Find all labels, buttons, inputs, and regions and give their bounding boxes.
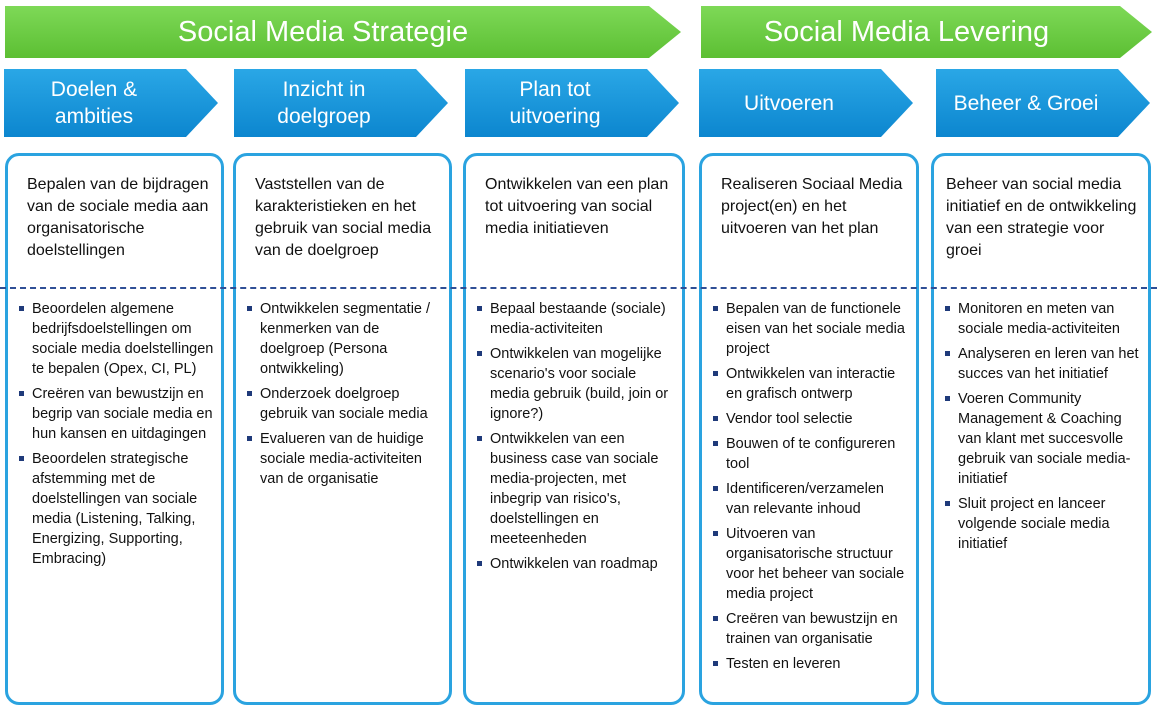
list-item: Uitvoeren van organisatorische structuur…	[712, 524, 910, 604]
dashed-divider	[0, 287, 1157, 289]
column-header: Beheer van social media initiatief en de…	[946, 176, 1137, 259]
column-header: Vaststellen van de karakteristieken en h…	[255, 176, 432, 259]
strategy-banner: Social Media Strategie	[5, 6, 681, 58]
list-item: Sluit project en lanceer volgende social…	[944, 494, 1142, 554]
column-list: Bepaal bestaande (sociale) media-activit…	[476, 299, 676, 579]
list-item: Ontwikkelen van mogelijke scenario's voo…	[476, 344, 676, 424]
list-item: Ontwikkelen van een business case van so…	[476, 429, 676, 549]
list-item: Monitoren en meten van sociale media-act…	[944, 299, 1142, 339]
list-item: Analyseren en leren van het succes van h…	[944, 344, 1142, 384]
column-card-insight: Vaststellen van de karakteristieken en h…	[233, 153, 452, 705]
phase-label: Inzicht in doelgroep	[277, 78, 371, 128]
phase-label: Beheer & Groei	[953, 91, 1099, 115]
list-item: Ontwikkelen segmentatie / kenmerken van …	[246, 299, 443, 379]
list-item: Ontwikkelen van roadmap	[476, 554, 676, 574]
list-item: Bepalen van de functionele eisen van het…	[712, 299, 910, 359]
column-card-goals: Bepalen van de bijdragen van de sociale …	[5, 153, 224, 705]
phase-label: Uitvoeren	[744, 91, 834, 115]
column-header: Realiseren Sociaal Media project(en) en …	[721, 176, 903, 237]
column-card-manage: Beheer van social media initiatief en de…	[931, 153, 1151, 705]
list-item: Evalueren van de huidige sociale media-a…	[246, 429, 443, 489]
list-item: Beoordelen strategische afstemming met d…	[18, 449, 215, 569]
delivery-banner: Social Media Levering	[701, 6, 1152, 58]
phase-label: Plan tot uitvoering	[509, 78, 601, 128]
strategy-banner-label: Social Media Strategie	[177, 16, 469, 48]
list-item: Creëren van bewustzijn en trainen van or…	[712, 609, 910, 649]
phase-manage: Beheer & Groei	[936, 69, 1150, 137]
list-item: Bepaal bestaande (sociale) media-activit…	[476, 299, 676, 339]
list-item: Vendor tool selectie	[712, 409, 910, 429]
column-list: Ontwikkelen segmentatie / kenmerken van …	[246, 299, 443, 494]
phase-plan: Plan tot uitvoering	[465, 69, 679, 137]
column-list: Bepalen van de functionele eisen van het…	[712, 299, 910, 679]
list-item: Identificeren/verzamelen van relevante i…	[712, 479, 910, 519]
column-list: Monitoren en meten van sociale media-act…	[944, 299, 1142, 559]
list-item: Bouwen of te configureren tool	[712, 434, 910, 474]
phase-goals: Doelen & ambities	[4, 69, 218, 137]
column-card-execute: Realiseren Sociaal Media project(en) en …	[699, 153, 919, 705]
column-header: Ontwikkelen van een plan tot uitvoering …	[485, 176, 669, 237]
column-header: Bepalen van de bijdragen van de sociale …	[27, 176, 209, 259]
list-item: Ontwikkelen van interactie en grafisch o…	[712, 364, 910, 404]
phase-insight: Inzicht in doelgroep	[234, 69, 448, 137]
list-item: Voeren Community Management & Coaching v…	[944, 389, 1142, 489]
delivery-banner-label: Social Media Levering	[763, 16, 1050, 48]
list-item: Creëren van bewustzijn en begrip van soc…	[18, 384, 215, 444]
list-item: Beoordelen algemene bedrijfsdoelstelling…	[18, 299, 215, 379]
column-list: Beoordelen algemene bedrijfsdoelstelling…	[18, 299, 215, 574]
list-item: Testen en leveren	[712, 654, 910, 674]
column-card-plan: Ontwikkelen van een plan tot uitvoering …	[463, 153, 685, 705]
list-item: Onderzoek doelgroep gebruik van sociale …	[246, 384, 443, 424]
phase-label: Doelen & ambities	[50, 78, 138, 128]
phase-execute: Uitvoeren	[699, 69, 913, 137]
